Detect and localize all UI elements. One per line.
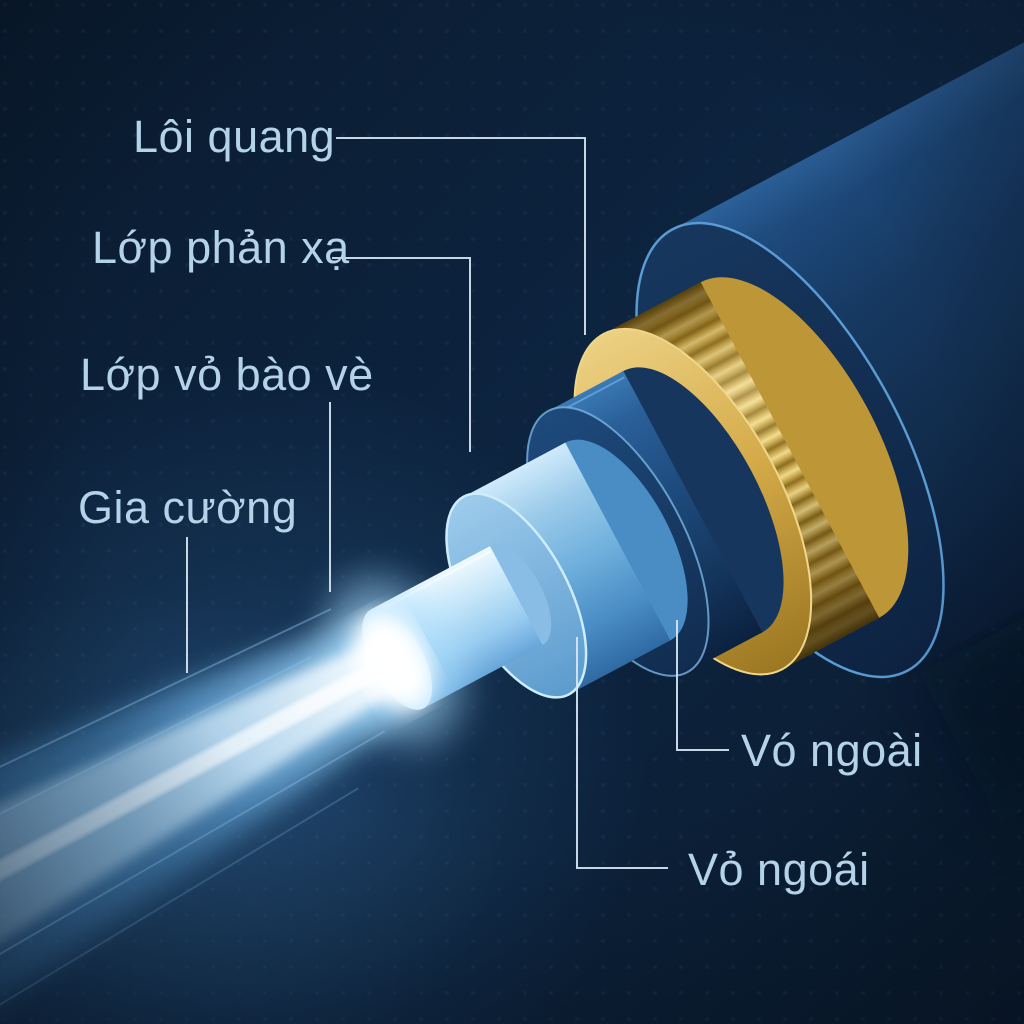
leader-line-lop-phan-xa [332,257,471,452]
label-vo-ngoai-upper: Vó ngoài [741,725,923,776]
leader-line-loi-quang [336,137,586,335]
label-lop-phan-xa: Lớp phản xạ [92,222,350,273]
label-gia-cuong: Gia cường [78,482,297,533]
label-vo-ngoai-lower: Vỏ ngoái [688,844,870,895]
label-loi-quang: Lôi quang [133,111,335,162]
leader-line-vo-ngoai-upper [676,620,729,751]
leader-lines [186,137,729,869]
label-lop-vo-bao-ve: Lớp vỏ bào vè [80,349,374,400]
leader-line-vo-ngoai-lower [576,637,668,869]
labels: Lôi quang Lớp phản xạ Lớp vỏ bào vè Gia … [78,111,923,895]
